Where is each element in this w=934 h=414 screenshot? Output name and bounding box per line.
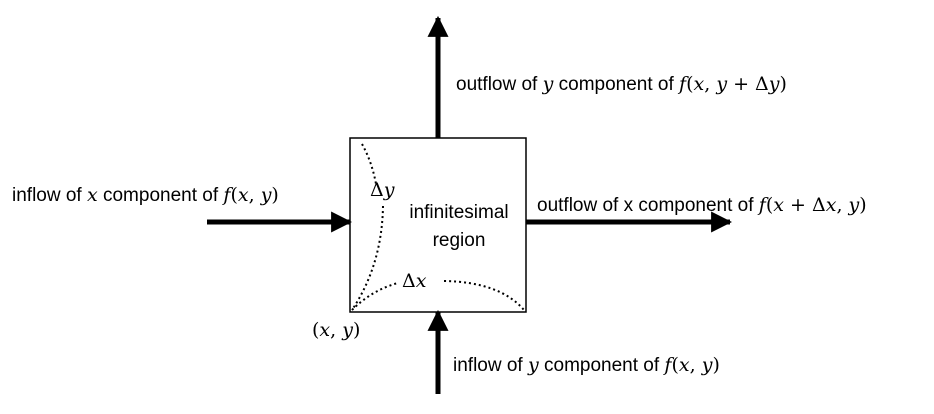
outflow-x-label-segment: ( <box>766 194 773 216</box>
corner-point-label: (x, y) <box>312 319 360 341</box>
inflow-x-label: inflow of x component of f(x, y) <box>12 184 279 206</box>
outflow-x-label-segment: ) <box>859 194 866 216</box>
inflow-x-label-segment: ) <box>271 184 278 206</box>
outflow-y-label-segment: ( <box>686 73 693 95</box>
inflow-y-label-segment: x <box>679 354 690 376</box>
outflow-y-label-segment: + Δ <box>727 73 769 95</box>
outflow-y-label-segment: ) <box>780 73 787 95</box>
outflow-y-label-segment: f <box>677 73 689 95</box>
outflow-x-label: outflow of x component of f(x + Δx, y) <box>537 194 867 216</box>
outflow-y-label-segment: x <box>694 73 705 95</box>
inflow-y-label-segment: , <box>690 354 702 376</box>
inflow-x-label-segment: x <box>238 184 249 206</box>
inflow-y-label-segment: ( <box>671 354 678 376</box>
delta-y-label: Δy <box>370 179 395 201</box>
outflow-y-label-segment: y <box>715 73 727 95</box>
inflow-x-label-segment: inflow of <box>12 185 87 206</box>
inflow-x-label-segment: component of <box>98 185 224 206</box>
delta-x-arc-right <box>443 280 525 311</box>
delta-y-arc <box>361 143 377 185</box>
corner-point-label-segment: x <box>319 319 330 341</box>
outflow-x-label-segment: , <box>836 194 848 216</box>
outflow-x-label-segment: outflow of x component of <box>537 195 759 216</box>
region-label-line1: infinitesimal <box>409 202 508 223</box>
delta-y-arc-lower <box>351 205 384 311</box>
inflow-y-label-segment: y <box>701 354 713 376</box>
inflow-y-label: inflow of y component of f(x, y) <box>453 354 720 376</box>
inflow-x-label-segment: , <box>249 184 261 206</box>
outflow-y-label-segment: y <box>542 73 554 95</box>
corner-point-label-segment: ) <box>353 319 360 341</box>
outflow-x-label-segment: + Δ <box>784 194 826 216</box>
outflow-x-label-segment: y <box>848 194 860 216</box>
corner-point-label-segment: , <box>330 319 342 341</box>
delta-x-label: Δx <box>402 270 427 292</box>
inflow-y-label-segment: component of <box>539 355 665 376</box>
outflow-y-label-segment: y <box>768 73 780 95</box>
outflow-y-label: outflow of y component of f(x, y + Δy) <box>456 73 787 95</box>
infinitesimal-region-box <box>349 137 527 313</box>
delta-x-label-segment: x <box>416 270 427 292</box>
inflow-x-label-segment: ( <box>230 184 237 206</box>
inflow-x-label-segment: x <box>87 184 98 206</box>
outflow-x-label-segment: x <box>826 194 837 216</box>
region-label-line2: region <box>433 230 486 251</box>
delta-y-label-segment: Δ <box>370 179 384 201</box>
outflow-y-label-segment: , <box>704 73 716 95</box>
delta-y-label-segment: y <box>383 179 395 201</box>
inflow-y-label-segment: ) <box>712 354 719 376</box>
outflow-x-label-segment: x <box>773 194 784 216</box>
inflow-y-label-segment: y <box>527 354 539 376</box>
inflow-y-label-segment: f <box>662 354 674 376</box>
corner-point-label-segment: y <box>341 319 353 341</box>
inflow-x-label-segment: y <box>260 184 272 206</box>
inflow-y-label-segment: inflow of <box>453 355 528 376</box>
outflow-x-label-segment: f <box>757 194 769 216</box>
inflow-x-label-segment: f <box>221 184 233 206</box>
delta-x-label-segment: Δ <box>402 270 416 292</box>
outflow-y-label-segment: outflow of <box>456 74 543 95</box>
corner-point-label-segment: ( <box>312 319 319 341</box>
outflow-y-label-segment: component of <box>553 74 679 95</box>
